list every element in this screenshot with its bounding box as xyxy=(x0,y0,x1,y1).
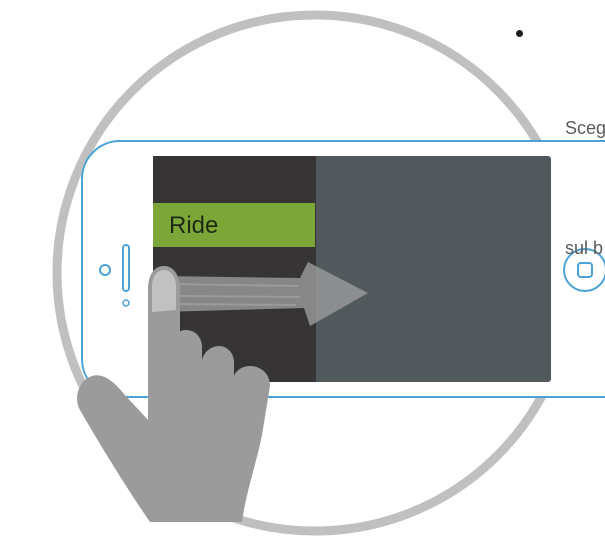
instruction-text: Sceg sul b xyxy=(565,28,605,348)
home-button-icon xyxy=(563,248,605,292)
sensor-icon xyxy=(122,299,130,307)
instruction-text-line-1: Sceg xyxy=(565,118,605,138)
menu-item-selected xyxy=(153,203,315,247)
instruction-text-line-2: sul b xyxy=(565,238,604,258)
bullet-point xyxy=(516,30,523,37)
front-camera-icon xyxy=(99,264,111,276)
pointing-hand-icon xyxy=(77,266,270,522)
menu-item-ride[interactable]: Ride xyxy=(169,212,219,239)
swipe-right-arrow-icon xyxy=(160,262,368,326)
speaker-icon xyxy=(122,244,130,292)
home-button-square-icon xyxy=(577,262,593,278)
